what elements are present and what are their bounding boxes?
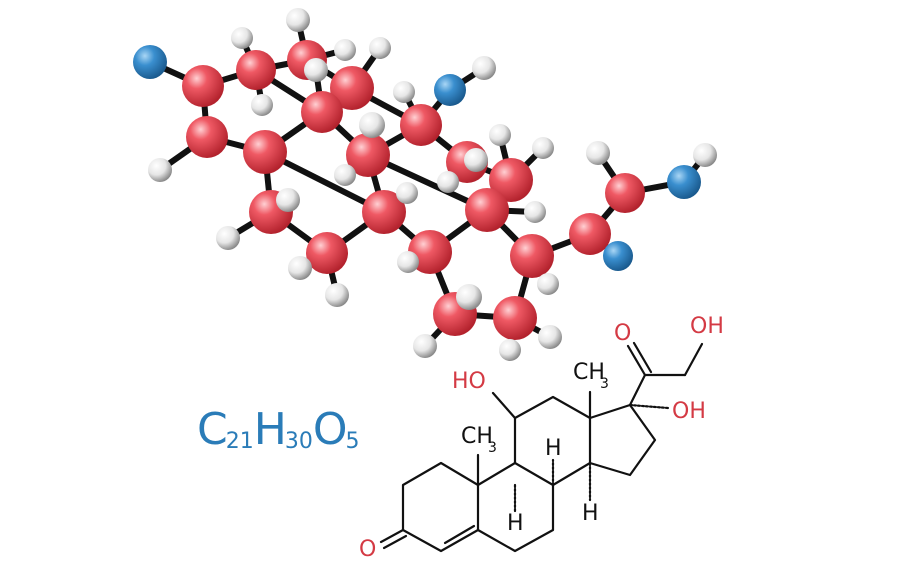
- formula-c: C: [197, 404, 228, 455]
- ring-a: [401, 461, 480, 553]
- label-ho-left: HO: [452, 369, 486, 394]
- carbon-atom: [493, 296, 537, 340]
- label-methyl-a: CH: [461, 424, 493, 449]
- oxygen-atom: [133, 45, 167, 79]
- side-chain-bond-1: [628, 373, 647, 407]
- label-methyl-b: CH: [573, 360, 605, 385]
- label-h-b: H: [507, 511, 524, 536]
- formula-o-count: 5: [345, 429, 360, 454]
- hydroxyl-bond-right: [628, 403, 670, 410]
- carbon-atom: [489, 158, 533, 202]
- hydrogen-atom: [334, 39, 356, 61]
- molecular-formula: C21H30O5: [197, 408, 359, 453]
- bond-18: [262, 149, 387, 215]
- carbon-atom: [362, 190, 406, 234]
- ring-d: [588, 403, 657, 477]
- hydrogen-atom: [413, 334, 437, 358]
- hydrogen-atom: [288, 256, 312, 280]
- oxygen-atom: [603, 241, 633, 271]
- hydrogen-atom: [286, 8, 310, 32]
- hydrogen-atom: [216, 226, 240, 250]
- label-o-ketone-left: O: [359, 537, 376, 562]
- label-methyl-b-sub: 3: [600, 376, 609, 392]
- formula-c-count: 21: [225, 429, 254, 454]
- hydrogen-atom: [231, 27, 253, 49]
- label-h-a: H: [545, 436, 562, 461]
- hydrogen-atom: [464, 148, 488, 172]
- label-o-ketone-top: O: [614, 321, 631, 346]
- hydrogen-atom: [693, 143, 717, 167]
- oxygen-atom: [434, 74, 466, 106]
- label-oh-right: OH: [672, 399, 706, 424]
- formula-h-count: 30: [284, 429, 313, 454]
- carbon-atom: [605, 173, 645, 213]
- hydrogen-atom: [148, 158, 172, 182]
- hydrogen-atom: [437, 171, 459, 193]
- carbon-atom: [465, 188, 509, 232]
- label-oh-top: OH: [690, 314, 724, 339]
- oxygen-atom: [667, 165, 701, 199]
- carbon-atom: [186, 116, 228, 158]
- hydrogen-atom: [359, 112, 385, 138]
- hydroxyl-bond-left: [491, 391, 517, 420]
- ring-b: [476, 461, 555, 553]
- skeletal-labels: HO OH OH O O CH 3 CH 3 H H H: [359, 314, 724, 562]
- ball-and-stick-model: [133, 8, 717, 361]
- label-methyl-a-sub: 3: [488, 440, 497, 456]
- hydrogen-atom: [472, 56, 496, 80]
- hydrogen-atom: [325, 283, 349, 307]
- hydrogen-atom: [304, 58, 328, 82]
- label-h-c: H: [582, 501, 599, 526]
- hydrogen-atom: [397, 251, 419, 273]
- carbon-atom: [306, 232, 348, 274]
- carbon-atom: [236, 50, 276, 90]
- ring-a-double-bond: [443, 524, 476, 545]
- hydrogen-atom: [489, 124, 511, 146]
- hydrogen-atom: [369, 37, 391, 59]
- formula-h: H: [253, 404, 287, 455]
- hydrogen-atom: [586, 141, 610, 165]
- carbon-atom: [510, 234, 554, 278]
- hydrogen-atom: [524, 201, 546, 223]
- carbon-atom: [243, 130, 287, 174]
- skeletal-structure: [379, 341, 704, 553]
- ketone-a-bond-2: [382, 534, 408, 550]
- carbonyl-bond-2: [632, 341, 653, 374]
- hydrogen-atom: [532, 137, 554, 159]
- ketone-a-bond-1: [379, 528, 405, 544]
- hydrogen-atom: [276, 188, 300, 212]
- hydrogen-atom: [334, 164, 356, 186]
- formula-o: O: [312, 404, 348, 455]
- ring-c: [513, 395, 592, 487]
- carbon-atom: [346, 133, 390, 177]
- model-atoms: [133, 8, 717, 361]
- side-chain-bond-3: [683, 342, 704, 377]
- carbon-atom: [301, 91, 343, 133]
- carbonyl-bond-1: [626, 344, 647, 377]
- carbon-atom: [330, 66, 374, 110]
- hydrogen-atom: [393, 81, 415, 103]
- hydrogen-atom: [538, 325, 562, 349]
- hydrogen-atom: [251, 94, 273, 116]
- carbon-atom: [408, 230, 452, 274]
- hydrogen-atom: [396, 182, 418, 204]
- carbon-atom: [182, 65, 224, 107]
- hydrogen-atom: [499, 339, 521, 361]
- hydrogen-atom: [456, 284, 482, 310]
- carbon-atom: [569, 213, 611, 255]
- hydrogen-atom: [537, 273, 559, 295]
- carbon-atom: [400, 104, 442, 146]
